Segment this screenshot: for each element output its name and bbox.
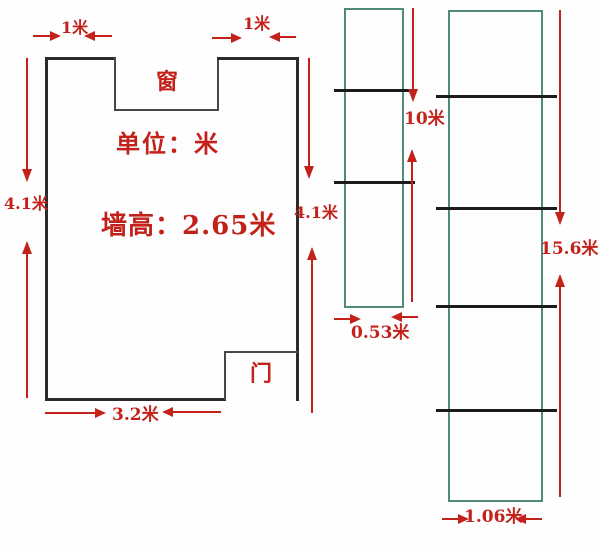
dim-arrow-roll-large-up — [555, 274, 565, 497]
dim-arrow-roll-small-width-b — [391, 312, 418, 322]
wall-door-jamb — [224, 352, 226, 400]
dim-arrow-roll-large-width-b — [515, 514, 542, 524]
dim-arrow-window-left-a — [33, 31, 61, 41]
roll-small-divider-1 — [334, 89, 415, 92]
dim-arrow-window-right-b — [269, 32, 296, 42]
wall-right — [296, 57, 299, 401]
dim-arrow-right-wall-up — [307, 247, 317, 413]
dim-arrow-bottom-wall-a — [45, 408, 106, 418]
wall-top-right-segment — [217, 57, 299, 60]
unit-note: 单位：米 — [116, 129, 220, 158]
dim-label-window-left: 1米 — [61, 18, 89, 37]
wall-door-header — [224, 351, 298, 353]
dim-arrow-left-wall-down — [22, 58, 32, 182]
wall-window-notch-bottom — [114, 109, 219, 111]
dim-arrow-roll-small-up — [407, 149, 417, 302]
dim-arrow-window-right-a — [212, 33, 242, 43]
roll-large-divider-1 — [436, 95, 557, 98]
roll-large-divider-2 — [436, 207, 557, 210]
dim-arrow-roll-small-down — [408, 8, 418, 102]
dim-arrow-left-wall-up — [22, 241, 32, 398]
wall-window-notch-right — [217, 57, 219, 111]
window-label: 窗 — [156, 69, 179, 95]
wall-window-notch-left — [114, 57, 116, 111]
dim-label-roll-small-width: 0.53米 — [351, 323, 410, 343]
dim-label-bottom-wall: 3.2米 — [112, 405, 159, 425]
roll-large-outline — [448, 10, 543, 502]
wall-top-left-segment — [45, 57, 116, 60]
roll-large-divider-4 — [436, 409, 557, 412]
wall-bottom — [45, 398, 226, 401]
dim-arrow-roll-large-down — [555, 10, 565, 225]
roll-small-outline — [344, 8, 404, 308]
dim-label-right-wall: 4.1米 — [294, 203, 338, 222]
dim-arrow-bottom-wall-b — [162, 407, 221, 417]
roll-large-divider-3 — [436, 305, 557, 308]
dim-arrow-roll-large-width-a — [442, 514, 469, 524]
dim-arrow-window-left-b — [84, 31, 112, 41]
dim-label-left-wall: 4.1米 — [4, 194, 48, 213]
dim-label-roll-large-width: 1.06米 — [464, 507, 523, 527]
roll-small-divider-2 — [334, 181, 415, 184]
dim-label-roll-small-length: 10米 — [404, 109, 445, 129]
dim-arrow-right-wall-down — [304, 58, 314, 179]
dim-label-window-right: 1米 — [243, 14, 271, 33]
wall-height-note: 墙高：2.65米 — [101, 211, 277, 241]
dim-arrow-roll-small-width-a — [334, 314, 361, 324]
dim-label-roll-large-length: 15.6米 — [540, 239, 599, 259]
door-label: 门 — [250, 361, 273, 387]
wall-left — [45, 57, 48, 401]
